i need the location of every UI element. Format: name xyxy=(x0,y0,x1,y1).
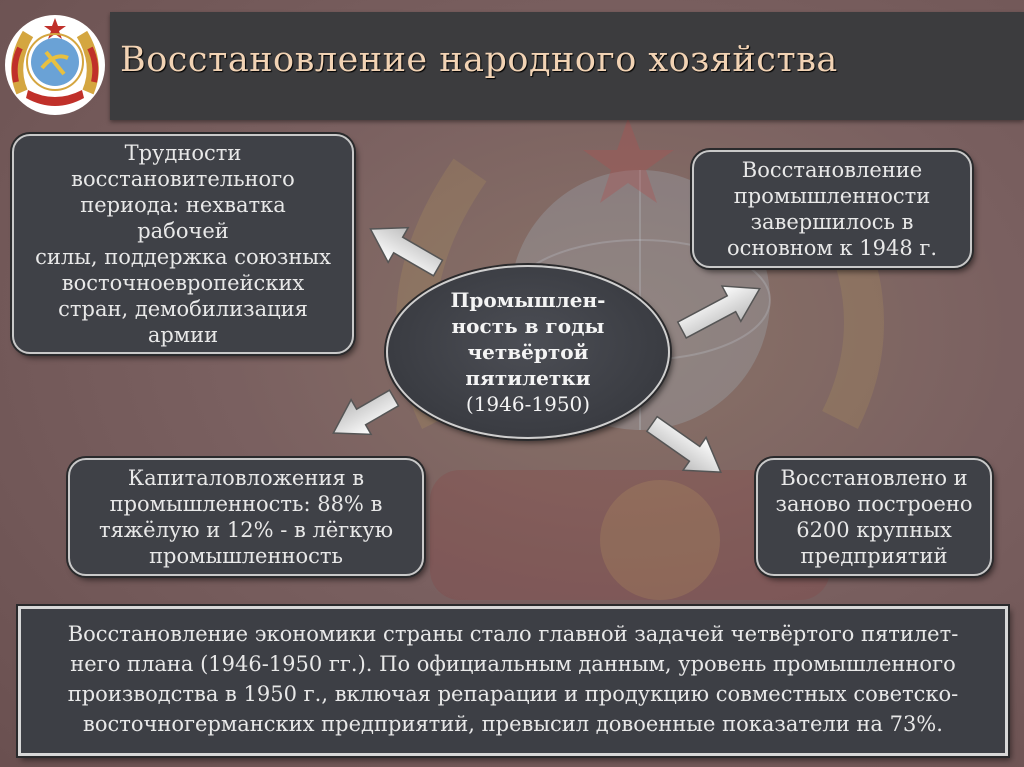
difficulties-box: Трудности восстановительного периода: не… xyxy=(12,134,354,354)
difficulties-text: Трудности восстановительного периода: не… xyxy=(35,141,331,347)
summary-line: производства в 1950 г., включая репараци… xyxy=(67,682,959,706)
summary-line: него плана (1946-1950 гг.). По официальн… xyxy=(70,652,956,676)
summary-line: восточногерманских предприятий, превысил… xyxy=(83,712,943,736)
industry-restored-text: Восстановление промышленности завершилос… xyxy=(726,158,938,260)
central-topic-years: (1946-1950) xyxy=(465,392,591,416)
investments-text: Капиталовложения в промышленность: 88% в… xyxy=(98,466,394,568)
investments-box: Капиталовложения в промышленность: 88% в… xyxy=(68,458,424,576)
summary-box: Восстановление экономики страны стало гл… xyxy=(18,606,1008,756)
central-topic-text: Промышлен- ность в годы четвёртой пятиле… xyxy=(450,288,606,416)
page-title: Восстановление народного хозяйства xyxy=(120,40,838,80)
central-topic-ellipse: Промышлен- ность в годы четвёртой пятиле… xyxy=(386,265,670,439)
industry-restored-box: Восстановление промышленности завершилос… xyxy=(692,150,972,268)
enterprises-text: Восстановлено и заново построено 6200 кр… xyxy=(775,466,973,568)
ussr-emblem-icon xyxy=(5,15,105,115)
summary-line: Восстановление экономики страны стало гл… xyxy=(67,622,959,646)
enterprises-box: Восстановлено и заново построено 6200 кр… xyxy=(756,458,992,576)
title-bar: Восстановление народного хозяйства xyxy=(110,12,1024,120)
